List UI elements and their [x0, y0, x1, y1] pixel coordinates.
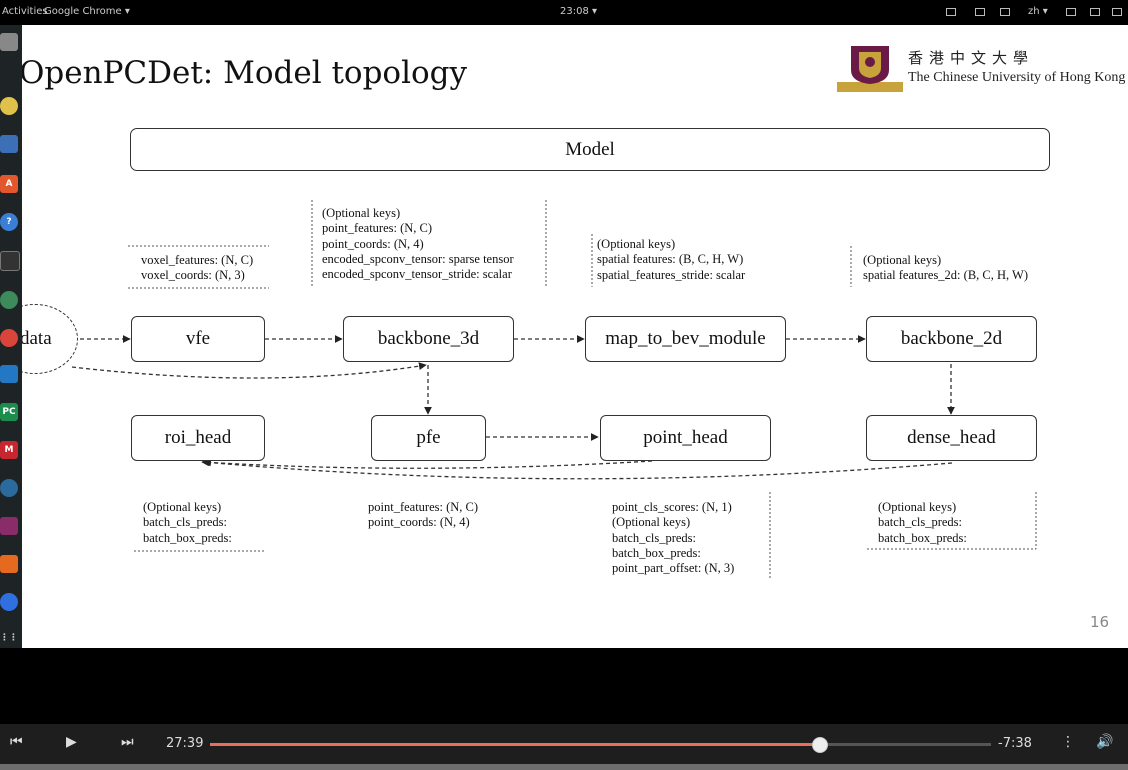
vscode-icon[interactable] — [0, 365, 18, 383]
point-head-keys: point_cls_scores: (N, 1)(Optional keys)b… — [612, 500, 735, 576]
terminal-icon[interactable] — [0, 251, 20, 271]
skip-forward-icon[interactable]: ⏭ — [121, 734, 134, 750]
seek-handle[interactable] — [812, 737, 829, 753]
chrome-icon[interactable] — [0, 329, 18, 347]
data-node-label: data — [22, 328, 52, 349]
screen-icon[interactable] — [946, 8, 956, 16]
app-menu[interactable]: Google Chrome ▾ — [44, 6, 130, 17]
files-icon[interactable] — [0, 33, 18, 51]
baidu-icon[interactable] — [0, 593, 18, 611]
roi-head-keys: (Optional keys)batch_cls_preds:batch_box… — [143, 500, 232, 545]
backbone-2d-keys: (Optional keys)spatial features_2d: (B, … — [863, 253, 1029, 283]
dense-head-node: dense_head — [866, 415, 1037, 461]
app-dock: A ? PC M ⋮⋮ — [0, 25, 22, 648]
university-name-zh: 香港中文大學 — [908, 49, 1035, 67]
volume-icon[interactable]: 🔊 — [1096, 734, 1114, 750]
activities-button[interactable]: Activities — [2, 6, 48, 17]
mendeley-icon[interactable]: M — [0, 441, 18, 459]
globe-icon[interactable] — [0, 291, 18, 309]
bev-keys: (Optional keys)spatial features: (B, C, … — [597, 237, 746, 282]
window-icon[interactable] — [1000, 8, 1010, 16]
university-name-en: The Chinese University of Hong Kong — [908, 70, 1126, 85]
skip-back-icon[interactable]: ⏮ — [10, 734, 23, 750]
pfe-keys: point_features: (N, C)point_coords: (N, … — [368, 500, 479, 530]
rhythmbox-icon[interactable] — [0, 97, 18, 115]
dense-head-keys: (Optional keys)batch_cls_preds:batch_box… — [878, 500, 967, 545]
system-top-bar: Activities Google Chrome ▾ 23:08 ▾ zh ▾ — [0, 0, 1128, 25]
elapsed-time: 27:39 — [166, 736, 204, 751]
media-icon[interactable] — [0, 517, 18, 535]
grid-icon[interactable] — [975, 8, 985, 16]
background-window-strip — [0, 764, 1128, 770]
help-icon[interactable]: ? — [0, 213, 18, 231]
seek-progress — [210, 743, 820, 746]
language-indicator[interactable]: zh ▾ — [1028, 6, 1048, 17]
seek-bar[interactable] — [210, 737, 991, 753]
map-to-bev-node: map_to_bev_module — [585, 316, 786, 362]
roi-head-node: roi_head — [131, 415, 265, 461]
play-icon[interactable]: ▶ — [66, 734, 77, 750]
backbone-3d-keys: (Optional keys)point_features: (N, C)poi… — [322, 206, 514, 282]
steam-icon[interactable] — [0, 479, 18, 497]
pdf-icon[interactable] — [0, 555, 18, 573]
network-icon[interactable] — [1066, 8, 1076, 16]
clock[interactable]: 23:08 ▾ — [560, 6, 598, 17]
video-player-controls: ⏮ ▶ ⏭ 27:39 -7:38 ⋮ 🔊 — [0, 724, 1128, 764]
vfe-node: vfe — [131, 316, 265, 362]
software-icon[interactable]: A — [0, 175, 18, 193]
point-head-node: point_head — [600, 415, 771, 461]
model-box: Model — [130, 128, 1050, 171]
remaining-time: -7:38 — [998, 736, 1032, 751]
pycharm-icon[interactable]: PC — [0, 403, 18, 421]
slide-title: OpenPCDet: Model topology — [22, 55, 468, 91]
slide: OpenPCDet: Model topology 香港中文大學 The Chi… — [22, 25, 1128, 648]
power-icon[interactable] — [1112, 8, 1122, 16]
pfe-node: pfe — [371, 415, 486, 461]
backbone-3d-node: backbone_3d — [343, 316, 514, 362]
cuhk-logo-icon — [837, 46, 903, 92]
topology-arrows — [71, 200, 1037, 580]
writer-icon[interactable] — [0, 135, 18, 153]
apps-grid-icon[interactable]: ⋮⋮ — [0, 633, 18, 643]
video-letterbox — [0, 648, 1128, 724]
vfe-keys: voxel_features: (N, C)voxel_coords: (N, … — [141, 253, 254, 283]
page-number: 16 — [1090, 613, 1110, 631]
volume-icon[interactable] — [1090, 8, 1100, 16]
backbone-2d-node: backbone_2d — [866, 316, 1037, 362]
more-options-icon[interactable]: ⋮ — [1061, 734, 1075, 750]
